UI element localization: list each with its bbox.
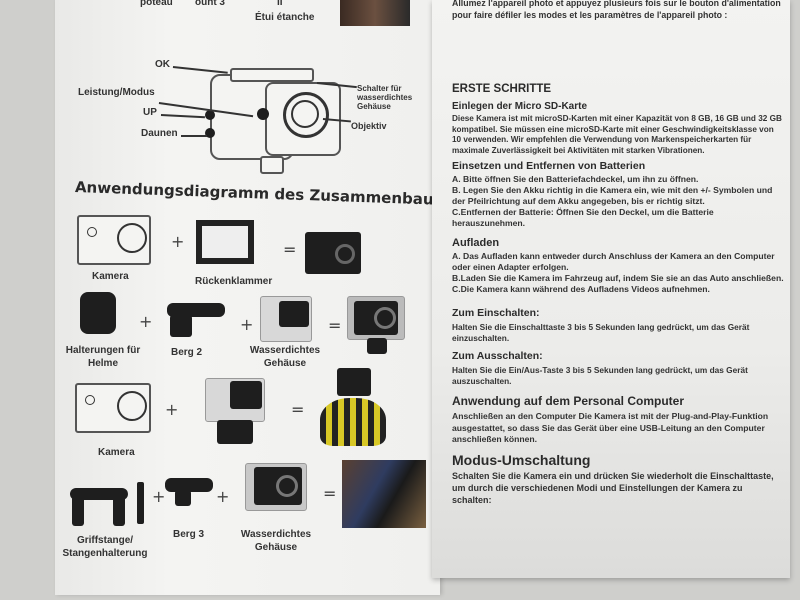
waterproof-housing-image xyxy=(205,378,265,422)
heading-mode-switch: Modus-Umschaltung xyxy=(452,451,591,468)
section-title: ERSTE SCHRITTE xyxy=(452,83,552,95)
plus-sign: + xyxy=(165,400,179,419)
label: Griffstange/ Stangenhalterung xyxy=(62,535,148,559)
left-manual-page: poteau ount 3 II Étui étanche OK Leistun… xyxy=(55,0,449,595)
waterproof-housing-image xyxy=(260,296,312,342)
screw-image xyxy=(137,482,144,524)
label: Berg 3 xyxy=(173,529,205,540)
helmet-mount-image xyxy=(80,292,116,334)
label-down: Daunen xyxy=(141,128,178,139)
cycling-photo xyxy=(340,0,410,26)
camera-outline-image xyxy=(75,383,151,433)
camera-outline-image xyxy=(77,215,151,265)
housing-switch-line: Gehäuse xyxy=(357,102,391,111)
heading-power-off: Zum Ausschalten: xyxy=(452,350,543,362)
heading-batteries: Einsetzen und Entfernen von Batterien xyxy=(452,160,646,172)
housing-switch-line: Schalter für xyxy=(357,84,402,93)
heading-pc: Anwendung auf dem Personal Computer xyxy=(452,394,685,408)
body-sd-card: Diese Kamera ist mit microSD-Karten mit … xyxy=(452,114,782,155)
label-up: UP xyxy=(143,107,157,118)
mount-2-image xyxy=(167,303,225,317)
right-manual-page: Allumez l'appareil photo et appuyez plus… xyxy=(432,0,790,578)
heading-charging: Aufladen xyxy=(452,237,500,249)
plus-sign: + xyxy=(152,487,166,506)
mount-3-image xyxy=(165,478,213,492)
cyclist-photo xyxy=(342,460,426,528)
label-power-mode: Leistung/Modus xyxy=(78,87,155,98)
equals-sign: = xyxy=(328,316,342,335)
waterproof-housing-image xyxy=(245,463,307,511)
label: Rückenklammer xyxy=(195,276,273,287)
body-batteries: A. Bitte öffnen Sie den Batteriefachdeck… xyxy=(452,174,773,228)
label: Berg 2 xyxy=(171,347,203,358)
equals-sign: = xyxy=(323,484,337,503)
assembled-camera-image xyxy=(347,296,405,340)
label-ok: OK xyxy=(155,59,170,70)
right-page-text: Allumez l'appareil photo et appuyez plus… xyxy=(452,0,784,506)
heading-power-on: Zum Einschalten: xyxy=(452,307,540,319)
label: Wasserdichtes Gehäuse xyxy=(240,529,312,553)
assembly-title: Anwendungsdiagramm des Zusammenbaus: xyxy=(74,178,449,210)
partial-label: II xyxy=(277,0,283,8)
bike-helmet-image xyxy=(320,398,386,446)
label: Wasserdichtes Gehäuse xyxy=(249,345,321,369)
camera-with-clip-image xyxy=(305,232,361,274)
partial-label: poteau xyxy=(140,0,173,8)
body-power-off: Halten Sie die Ein/Aus-Taste 3 bis 5 Sek… xyxy=(452,365,748,386)
equals-sign: = xyxy=(283,240,297,259)
plus-sign: + xyxy=(139,312,153,331)
housing-switch-line: wasserdichtes xyxy=(357,93,413,102)
french-intro: Allumez l'appareil photo et appuyez plus… xyxy=(452,0,781,20)
body-pc: Anschließen an den Computer Die Kamera i… xyxy=(452,411,769,444)
partial-label: ount 3 xyxy=(195,0,225,8)
heading-sd-card: Einlegen der Micro SD-Karte xyxy=(452,101,588,112)
back-clip-image xyxy=(196,220,254,264)
label-housing-switch: Schalter für wasserdichtes Gehäuse xyxy=(357,84,412,111)
body-charging: A. Das Aufladen kann entweder durch Ansc… xyxy=(452,251,784,294)
small-camera-image xyxy=(337,368,371,396)
label-lens: Objektiv xyxy=(351,121,387,131)
label: Kamera xyxy=(98,447,135,458)
label: Halterungen für Helme xyxy=(65,345,141,369)
label: Kamera xyxy=(92,271,129,282)
plus-sign: + xyxy=(171,232,185,251)
partial-label: Étui étanche xyxy=(255,12,315,23)
plus-sign: + xyxy=(216,487,230,506)
equals-sign: = xyxy=(291,400,305,419)
body-mode-switch: Schalten Sie die Kamera ein und drücken … xyxy=(452,470,774,505)
camera-diagram xyxy=(205,62,345,174)
plus-sign: + xyxy=(240,315,254,334)
body-power-on: Halten Sie die Einschalttaste 3 bis 5 Se… xyxy=(452,322,750,343)
